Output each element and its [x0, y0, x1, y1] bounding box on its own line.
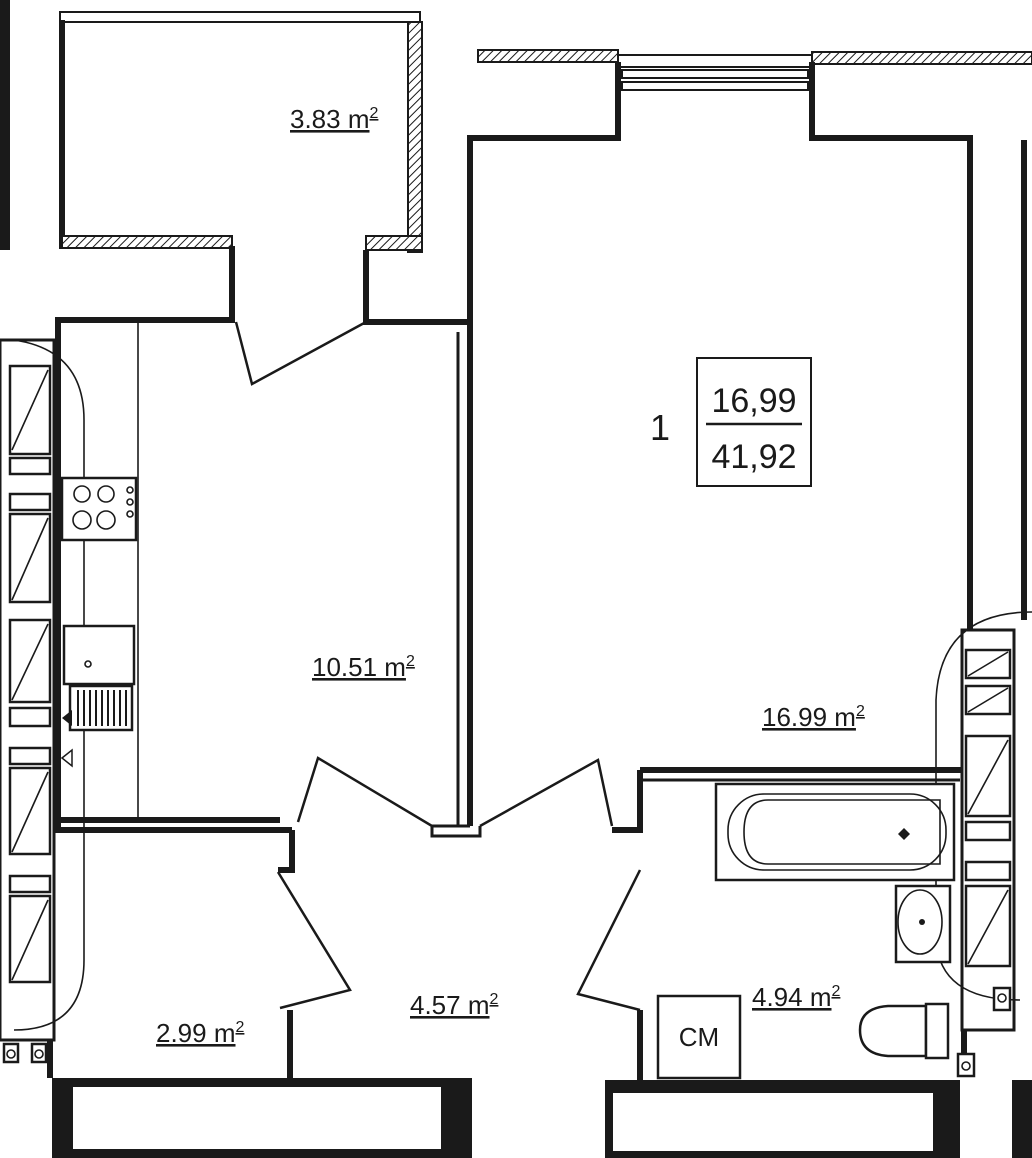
interior-walls: [47, 62, 1027, 1080]
bathroom-area-label: 4.94 m2: [752, 982, 841, 1012]
kitchen-fixtures: [57, 321, 139, 819]
bathtub: [714, 782, 956, 882]
storage-door: [276, 871, 352, 1010]
doors: [234, 320, 642, 1012]
summary-box: [696, 357, 812, 487]
balcony-bottom-wall-right: [365, 235, 423, 251]
balcony: [59, 11, 423, 253]
hall-area-label: 4.57 m2: [410, 990, 499, 1020]
toilet: [858, 1002, 950, 1060]
bathroom-door: [576, 869, 642, 1012]
kitchen-door: [296, 756, 433, 828]
living-room-window: [617, 54, 813, 91]
washing-machine-label: CM: [679, 1022, 719, 1052]
pipes: [2, 986, 1012, 1078]
balcony-bottom-wall: [61, 235, 233, 249]
room-labels: 3.83 m2 10.51 m2 16.99 m2 4.57 m2 2.99 m…: [156, 104, 865, 1048]
apartment-summary: 1 16,99 41,92: [650, 357, 812, 487]
total-area-value: 41,92: [711, 438, 796, 476]
balcony-right-wall: [407, 21, 423, 253]
living-room-door: [479, 758, 614, 828]
washbasin: [894, 884, 952, 964]
left-wall: [0, 0, 10, 250]
sink: [60, 624, 136, 768]
kitchen-area-label: 10.51 m2: [312, 652, 415, 682]
countertop: [57, 321, 139, 819]
left-window-bays: [0, 338, 85, 1042]
storage-area-label: 2.99 m2: [156, 1018, 245, 1048]
bathroom-fixtures: CM: [656, 782, 956, 1080]
apartment-number: 1: [650, 407, 670, 448]
right-window-bays: [935, 611, 1032, 1032]
living-area-value: 16,99: [711, 382, 796, 420]
balcony-area-label: 3.83 m2: [290, 104, 379, 134]
top-wall-hatched-left: [477, 49, 619, 63]
washing-machine: CM: [656, 994, 742, 1080]
bottom-wall-right-inner: [611, 1091, 935, 1153]
balcony-door: [234, 320, 367, 386]
balcony-top-rail: [59, 11, 421, 23]
living-room-area-label: 16.99 m2: [762, 702, 865, 732]
bottom-wall-left-inner: [71, 1085, 443, 1151]
bottom-right-wall: [1012, 1080, 1032, 1158]
top-wall-hatched-right: [811, 51, 1032, 65]
stove: [60, 476, 138, 542]
